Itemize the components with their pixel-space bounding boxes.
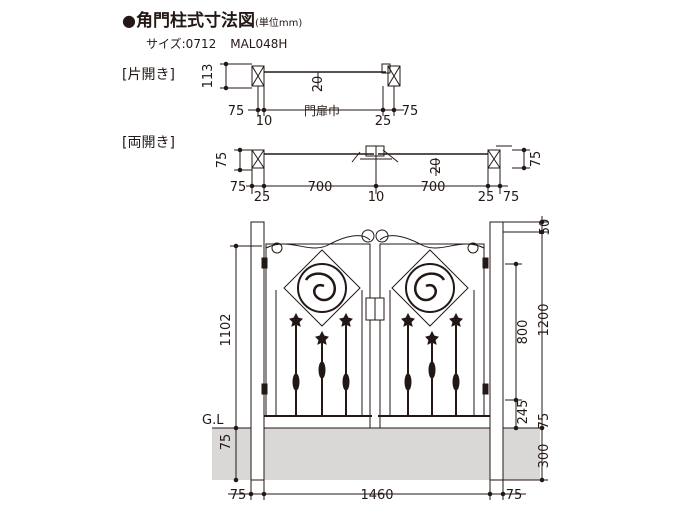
single-width-label: 門扉巾 xyxy=(304,104,340,118)
double-right-clear-dim: 25 xyxy=(478,190,495,205)
double-leaf-right-dim: 700 xyxy=(421,180,446,195)
left-leaf-frame xyxy=(265,243,371,417)
left-top-scroll xyxy=(265,235,371,249)
title-text: 角門柱式寸法図 xyxy=(135,11,255,31)
page-title: ●角門柱式寸法図(単位mm) xyxy=(122,6,302,31)
double-height-dim-left: 75 xyxy=(215,152,230,169)
double-right-post-dim: 75 xyxy=(503,190,520,205)
left-emblem xyxy=(304,272,337,302)
left-diamond xyxy=(283,249,361,327)
top-offset-dim: 50 xyxy=(538,219,553,236)
post-height-dim: 1200 xyxy=(537,303,552,336)
single-right-clear-dim: 25 xyxy=(375,114,392,129)
double-gap-dim: 20 xyxy=(429,158,444,175)
single-plan xyxy=(220,61,404,116)
double-center-gap-dim: 10 xyxy=(368,190,385,205)
single-left-post-dim: 75 xyxy=(228,104,245,119)
gate-height-dim: 1102 xyxy=(219,313,234,346)
right-top-scroll xyxy=(379,235,485,249)
ground-area xyxy=(212,428,540,480)
foundation-dim: 300 xyxy=(537,444,552,469)
right-post xyxy=(489,221,504,481)
single-height-dim: 113 xyxy=(201,64,216,89)
panel-height-dim: 800 xyxy=(516,320,531,345)
double-left-post xyxy=(251,149,265,169)
size-label: サイズ:0712 xyxy=(146,37,217,51)
double-left-post-dim: 75 xyxy=(230,180,247,195)
left-post xyxy=(250,221,265,481)
single-gap-dim: 20 xyxy=(311,76,326,93)
double-section-label: [両開き] xyxy=(122,135,175,151)
right-post-width-dim: 75 xyxy=(506,488,523,503)
single-section-label: [片開き] xyxy=(122,67,175,83)
double-height-dim-right: 75 xyxy=(529,151,544,168)
right-embed-dim: 75 xyxy=(537,413,552,430)
double-plan xyxy=(234,145,530,194)
right-diamond xyxy=(391,249,469,327)
ground-label: G.L xyxy=(202,413,224,428)
title-bullet: ● xyxy=(122,11,136,30)
unit-note: (単位mm) xyxy=(254,18,303,29)
product-info: サイズ:0712 MAL048H xyxy=(146,35,287,52)
total-width-dim: 1460 xyxy=(360,488,393,503)
model-code: MAL048H xyxy=(230,37,288,51)
double-left-clear-dim: 25 xyxy=(254,190,271,205)
bottom-gap-dim: 245 xyxy=(516,400,531,425)
double-leaf-left-dim: 700 xyxy=(308,180,333,195)
double-right-post xyxy=(487,149,501,169)
left-post-width-dim: 75 xyxy=(230,488,247,503)
single-left-clear-dim: 10 xyxy=(256,114,273,129)
right-emblem xyxy=(413,272,446,302)
single-right-post-dim: 75 xyxy=(402,104,419,119)
gate-elevation xyxy=(228,216,548,500)
left-embed-dim: 75 xyxy=(219,434,234,451)
